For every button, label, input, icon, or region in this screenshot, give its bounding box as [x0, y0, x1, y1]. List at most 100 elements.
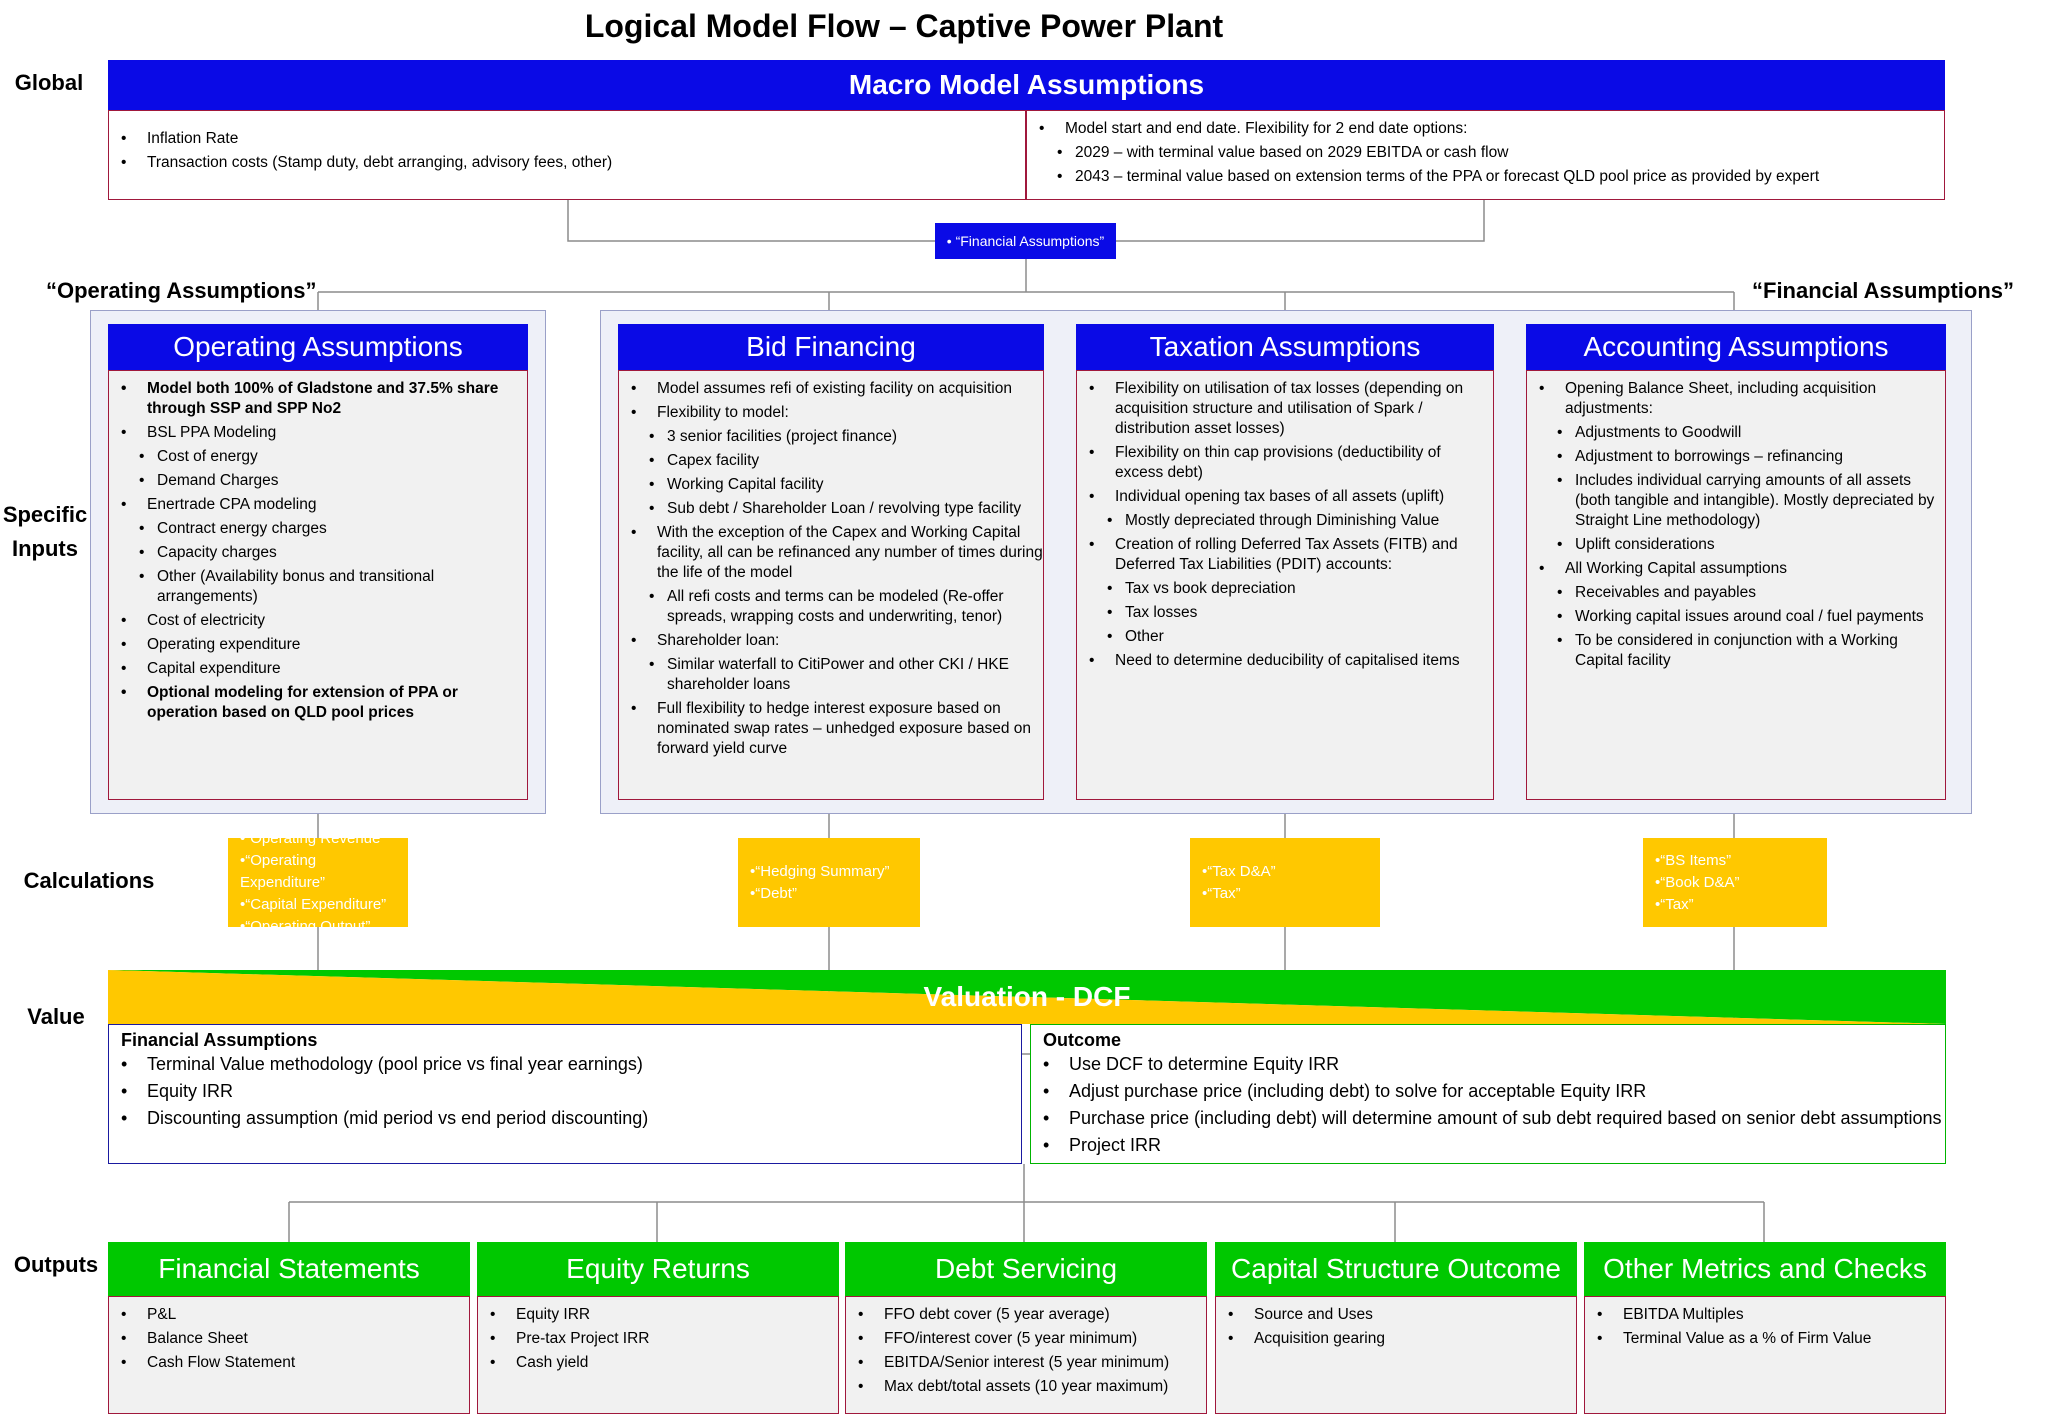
- list-item: Opening Balance Sheet, including acquisi…: [1539, 379, 1945, 419]
- list-item: Equity IRR: [490, 1305, 838, 1325]
- output-list-capital-structure: Source and Uses Acquisition gearing: [1216, 1305, 1576, 1349]
- list-item: Receivables and payables: [1557, 583, 1945, 603]
- list-item: Full flexibility to hedge interest expos…: [631, 699, 1043, 759]
- calc-item: “Operating Expenditure”: [240, 850, 396, 894]
- calc-item: “Hedging Summary”: [750, 861, 908, 883]
- output-box-other-metrics: EBITDA Multiples Terminal Value as a % o…: [1584, 1296, 1946, 1414]
- output-header-financial-statements: Financial Statements: [108, 1242, 470, 1296]
- list-item: Discounting assumption (mid period vs en…: [121, 1107, 1021, 1129]
- bid-financing-list: Model assumes refi of existing facility …: [619, 379, 1043, 759]
- list-item: BSL PPA Modeling: [121, 423, 527, 443]
- calc-accounting: “BS Items” “Book D&A” “Tax”: [1643, 838, 1827, 927]
- valuation-outcome-label: Outcome: [1043, 1030, 1122, 1050]
- list-item: Shareholder loan:: [631, 631, 1043, 651]
- taxation-assumptions-list: Flexibility on utilisation of tax losses…: [1077, 379, 1493, 671]
- list-item: Working Capital facility: [649, 475, 1043, 495]
- list-item: Cash yield: [490, 1353, 838, 1373]
- list-item: To be considered in conjunction with a W…: [1557, 631, 1945, 671]
- accounting-assumptions-box: Opening Balance Sheet, including acquisi…: [1526, 370, 1946, 800]
- list-item: Enertrade CPA modeling: [121, 495, 527, 515]
- list-item: Source and Uses: [1228, 1305, 1576, 1325]
- list-item: Need to determine deducibility of capita…: [1089, 651, 1493, 671]
- valuation-outcome-list: Use DCF to determine Equity IRR Adjust p…: [1031, 1053, 1945, 1156]
- calc-item: “Tax”: [1655, 894, 1815, 916]
- list-item: Capex facility: [649, 451, 1043, 471]
- list-item: Other: [1107, 627, 1493, 647]
- list-item: Contract energy charges: [139, 519, 527, 539]
- row-label-specific-inputs: Specific Inputs: [0, 498, 90, 566]
- list-item: Operating expenditure: [121, 635, 527, 655]
- macro-header: Macro Model Assumptions: [108, 60, 1945, 110]
- valuation-banner: [108, 970, 1946, 1024]
- accounting-assumptions-list: Opening Balance Sheet, including acquisi…: [1527, 379, 1945, 671]
- output-list-other-metrics: EBITDA Multiples Terminal Value as a % o…: [1585, 1305, 1945, 1349]
- list-item: Transaction costs (Stamp duty, debt arra…: [121, 153, 1025, 173]
- list-item: Model both 100% of Gladstone and 37.5% s…: [121, 379, 527, 419]
- list-item: Model assumes refi of existing facility …: [631, 379, 1043, 399]
- calc-item: “Capital Expenditure”: [240, 894, 396, 916]
- output-header-equity-returns: Equity Returns: [477, 1242, 839, 1296]
- output-box-equity-returns: Equity IRR Pre-tax Project IRR Cash yiel…: [477, 1296, 839, 1414]
- list-item: Tax vs book depreciation: [1107, 579, 1493, 599]
- side-label-operating: “Operating Assumptions”: [46, 278, 317, 303]
- operating-assumptions-list: Model both 100% of Gladstone and 37.5% s…: [109, 379, 527, 723]
- list-item: Adjustment to borrowings – refinancing: [1557, 447, 1945, 467]
- list-item: Max debt/total assets (10 year maximum): [858, 1377, 1206, 1397]
- macro-left-box: Inflation Rate Transaction costs (Stamp …: [108, 110, 1026, 200]
- connector-label-text: • “Financial Assumptions”: [946, 233, 1105, 249]
- list-item: Similar waterfall to CitiPower and other…: [649, 655, 1043, 695]
- output-header-debt-servicing: Debt Servicing: [845, 1242, 1207, 1296]
- list-item: Equity IRR: [121, 1080, 1021, 1102]
- taxation-assumptions-box: Flexibility on utilisation of tax losses…: [1076, 370, 1494, 800]
- list-item: Cash Flow Statement: [121, 1353, 469, 1373]
- list-item: Inflation Rate: [121, 129, 1025, 149]
- list-item: All refi costs and terms can be modeled …: [649, 587, 1043, 627]
- calc-item: “BS Items”: [1655, 850, 1815, 872]
- list-item: Flexibility on thin cap provisions (dedu…: [1089, 443, 1493, 483]
- valuation-banner-yellow: [108, 970, 1946, 1024]
- output-list-equity-returns: Equity IRR Pre-tax Project IRR Cash yiel…: [478, 1305, 838, 1373]
- row-label-global: Global: [14, 70, 84, 95]
- list-item: Mostly depreciated through Diminishing V…: [1107, 511, 1493, 531]
- list-item: Pre-tax Project IRR: [490, 1329, 838, 1349]
- list-item: Cost of electricity: [121, 611, 527, 631]
- list-item: 2029 – with terminal value based on 2029…: [1057, 143, 1944, 163]
- list-item: Includes individual carrying amounts of …: [1557, 471, 1945, 531]
- calc-taxation: “Tax D&A” “Tax”: [1190, 838, 1380, 927]
- list-item: 2043 – terminal value based on extension…: [1057, 167, 1944, 187]
- list-item: Cost of energy: [139, 447, 527, 467]
- calc-item: “Debt”: [750, 883, 908, 905]
- list-item: 3 senior facilities (project finance): [649, 427, 1043, 447]
- bid-financing-header: Bid Financing: [618, 324, 1044, 370]
- list-item: EBITDA Multiples: [1597, 1305, 1945, 1325]
- list-item: With the exception of the Capex and Work…: [631, 523, 1043, 583]
- list-item: Optional modeling for extension of PPA o…: [121, 683, 527, 723]
- macro-left-list: Inflation Rate Transaction costs (Stamp …: [109, 129, 1025, 173]
- valuation-financial-box: Financial Assumptions Terminal Value met…: [108, 1024, 1022, 1164]
- output-header-capital-structure: Capital Structure Outcome: [1215, 1242, 1577, 1296]
- output-list-debt-servicing: FFO debt cover (5 year average) FFO/inte…: [846, 1305, 1206, 1397]
- list-item: P&L: [121, 1305, 469, 1325]
- bid-financing-box: Model assumes refi of existing facility …: [618, 370, 1044, 800]
- output-header-other-metrics: Other Metrics and Checks: [1584, 1242, 1946, 1296]
- row-label-calculations: Calculations: [23, 868, 155, 893]
- valuation-financial-list: Terminal Value methodology (pool price v…: [109, 1053, 1021, 1129]
- list-item: Tax losses: [1107, 603, 1493, 623]
- list-item: FFO/interest cover (5 year minimum): [858, 1329, 1206, 1349]
- macro-right-box: Model start and end date. Flexibility fo…: [1026, 110, 1945, 200]
- list-item: Project IRR: [1043, 1134, 1945, 1156]
- list-item: Balance Sheet: [121, 1329, 469, 1349]
- list-item: All Working Capital assumptions: [1539, 559, 1945, 579]
- calc-bid-financing: “Hedging Summary” “Debt”: [738, 838, 920, 927]
- list-item: Terminal Value methodology (pool price v…: [121, 1053, 1021, 1075]
- calc-item: “Tax D&A”: [1202, 861, 1368, 883]
- list-item: FFO debt cover (5 year average): [858, 1305, 1206, 1325]
- output-box-capital-structure: Source and Uses Acquisition gearing: [1215, 1296, 1577, 1414]
- list-item: Creation of rolling Deferred Tax Assets …: [1089, 535, 1493, 575]
- side-label-financial: “Financial Assumptions”: [1752, 278, 2015, 303]
- list-item: Model start and end date. Flexibility fo…: [1039, 119, 1944, 139]
- valuation-banner-label: Valuation - DCF: [923, 981, 1131, 1012]
- calc-item: “Book D&A”: [1655, 872, 1815, 894]
- calc-item: “Tax”: [1202, 883, 1368, 905]
- output-list-financial-statements: P&L Balance Sheet Cash Flow Statement: [109, 1305, 469, 1373]
